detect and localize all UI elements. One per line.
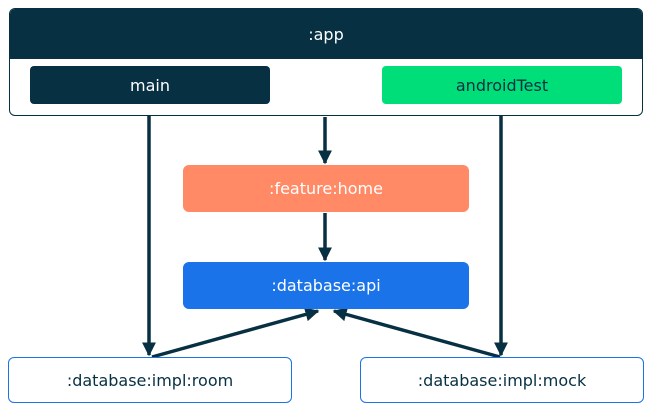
android-test-source-set: androidTest <box>382 66 622 104</box>
database-impl-room-module: :database:impl:room <box>8 357 292 403</box>
arrow-impl-mock-to-database-api <box>332 307 501 359</box>
database-api-module: :database:api <box>183 262 469 309</box>
database-impl-mock-module: :database:impl:mock <box>360 357 644 403</box>
main-source-set: main <box>30 66 270 104</box>
arrow-impl-room-to-database-api <box>151 307 320 359</box>
app-module-title: :app <box>10 9 642 59</box>
feature-home-module: :feature:home <box>183 165 469 212</box>
